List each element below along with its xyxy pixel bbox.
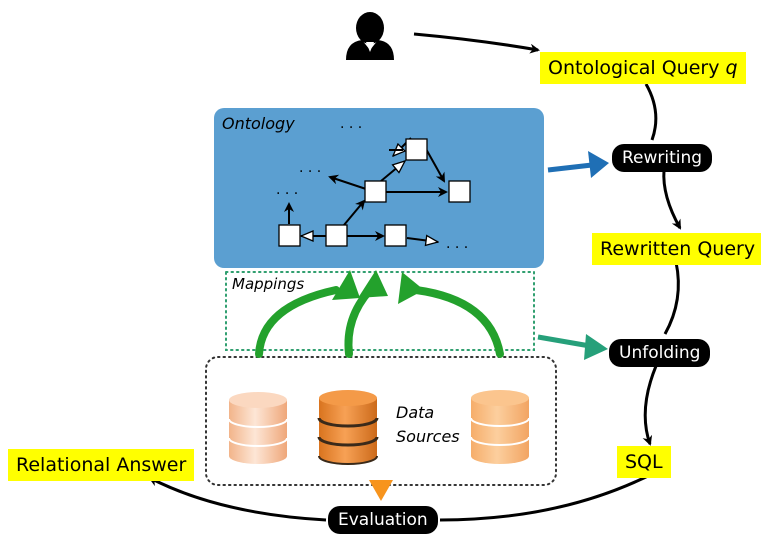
ontological-query-text: Ontological Query — [548, 57, 720, 79]
data-sources-line2: Sources — [396, 427, 460, 446]
ontological-query-label: Ontological Query q — [540, 52, 746, 84]
rewritten-query-text: Rewritten Query — [600, 238, 756, 260]
database-icon — [470, 390, 530, 464]
rewriting-text: Rewriting — [622, 148, 703, 168]
database-icon — [317, 390, 379, 465]
unfolding-node: Unfolding — [609, 339, 711, 367]
rewriting-node: Rewriting — [612, 144, 713, 172]
ellipsis-right: . . . — [446, 236, 469, 252]
mappings-box — [225, 271, 535, 351]
relational-answer-label: Relational Answer — [8, 449, 195, 481]
evaluation-node: Evaluation — [328, 506, 438, 534]
user-icon — [346, 12, 394, 60]
teal-arrow — [537, 334, 608, 360]
mapping-arrows — [255, 286, 504, 358]
ellipsis-top: . . . — [340, 116, 363, 132]
mapping-arrowheads — [332, 270, 424, 304]
ontology-title: Ontology — [222, 114, 295, 133]
blue-arrow — [547, 151, 609, 178]
mappings-title: Mappings — [232, 275, 305, 293]
ellipsis-upper-left: . . . — [299, 160, 322, 176]
sql-text: SQL — [625, 451, 663, 473]
ontology-graph — [284, 137, 448, 242]
unfolding-text: Unfolding — [619, 343, 701, 363]
flow-path — [148, 32, 682, 522]
evaluation-triangle — [369, 480, 393, 501]
sql-label: SQL — [617, 446, 671, 478]
query-variable: q — [725, 57, 738, 79]
ellipsis-left: . . . — [276, 182, 299, 198]
ontology-nodes — [278, 138, 471, 247]
database-icon — [228, 392, 288, 464]
rewritten-query-label: Rewritten Query — [592, 233, 761, 265]
relational-answer-text: Relational Answer — [16, 454, 187, 476]
data-sources-line1: Data — [396, 403, 435, 422]
evaluation-text: Evaluation — [338, 510, 428, 530]
data-sources-box — [205, 356, 557, 486]
